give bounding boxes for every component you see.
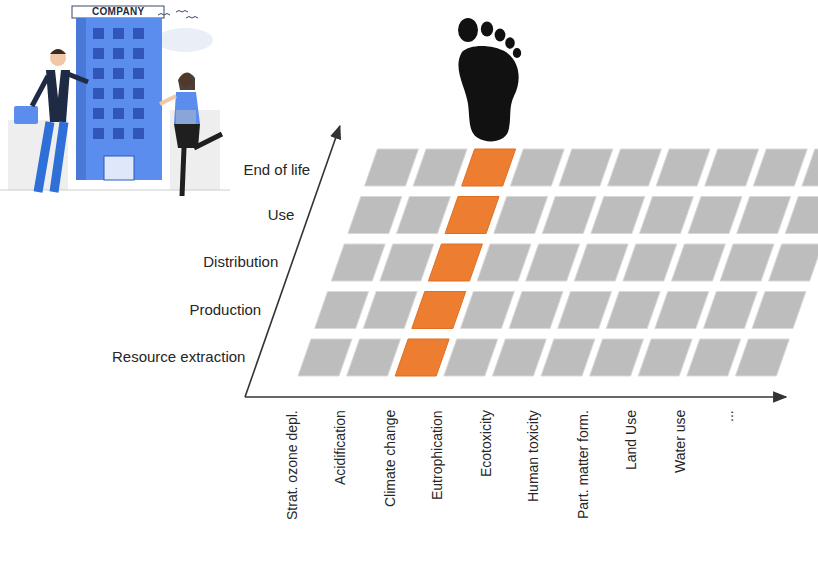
grid-cell — [720, 244, 774, 281]
grid-cell — [655, 292, 709, 329]
impact-label: Strat. ozone depl. — [284, 410, 301, 520]
impact-label: Eutrophication — [429, 410, 446, 500]
grid-cell — [574, 244, 628, 281]
grid-cell — [802, 149, 818, 186]
grid-cell — [769, 244, 818, 281]
footprint-icon — [458, 18, 521, 141]
axes — [245, 126, 786, 397]
impact-label: ... — [720, 410, 737, 422]
impact-label: Land Use — [623, 410, 640, 470]
grid-cell — [315, 292, 369, 329]
impact-grid — [298, 149, 818, 376]
grid-cell — [365, 149, 419, 186]
grid-cell — [737, 197, 791, 234]
grid-cell — [591, 197, 645, 234]
impact-label: Water use — [672, 410, 689, 473]
grid-cell — [638, 339, 692, 376]
highlight-cell — [412, 292, 466, 329]
grid-cell — [380, 244, 434, 281]
grid-cell — [558, 292, 612, 329]
highlight-cell — [395, 339, 449, 376]
company-illustration — [0, 0, 230, 200]
grid-cell — [348, 197, 402, 234]
grid-cell — [753, 149, 807, 186]
grid-cell — [331, 244, 385, 281]
grid-cell — [639, 197, 693, 234]
grid-cell — [510, 149, 564, 186]
grid-cell — [785, 197, 818, 234]
impact-label: Ecotoxicity — [478, 410, 495, 477]
stage-label: Resource extraction — [112, 348, 245, 366]
grid-cell — [608, 149, 662, 186]
grid-cell — [460, 292, 514, 329]
grid-cell — [363, 292, 417, 329]
grid-cell — [444, 339, 498, 376]
highlight-cell — [428, 244, 482, 281]
grid-cell — [590, 339, 644, 376]
stage-label: Distribution — [203, 253, 278, 271]
x-axis — [245, 396, 786, 398]
grid-cell — [606, 292, 660, 329]
grid-cell — [526, 244, 580, 281]
stage-label: Use — [268, 206, 295, 224]
grid-cell — [413, 149, 467, 186]
grid-cell — [559, 149, 613, 186]
grid-cell — [509, 292, 563, 329]
stage-label: End of life — [243, 161, 310, 179]
grid-cell — [477, 244, 531, 281]
grid-cell — [671, 244, 725, 281]
grid-cell — [656, 149, 710, 186]
impact-label: Human toxicity — [525, 410, 542, 502]
sign-label: COMPANY — [92, 6, 144, 18]
grid-cell — [542, 197, 596, 234]
highlight-cell — [462, 149, 516, 186]
impact-label: Climate change — [382, 410, 399, 507]
grid-cell — [735, 339, 789, 376]
grid-cell — [688, 197, 742, 234]
grid-cell — [752, 292, 806, 329]
grid-cell — [687, 339, 741, 376]
grid-cell — [298, 339, 352, 376]
grid-cell — [492, 339, 546, 376]
highlight-cell — [445, 197, 499, 234]
grid-cell — [494, 197, 548, 234]
grid-cell — [396, 197, 450, 234]
grid-cell — [705, 149, 759, 186]
grid-cell — [541, 339, 595, 376]
impact-label: Part. matter form. — [575, 410, 592, 519]
grid-cell — [347, 339, 401, 376]
impact-label: Acidification — [332, 410, 349, 485]
grid-cell — [623, 244, 677, 281]
stage-label: Production — [189, 301, 261, 319]
grid-cell — [703, 292, 757, 329]
